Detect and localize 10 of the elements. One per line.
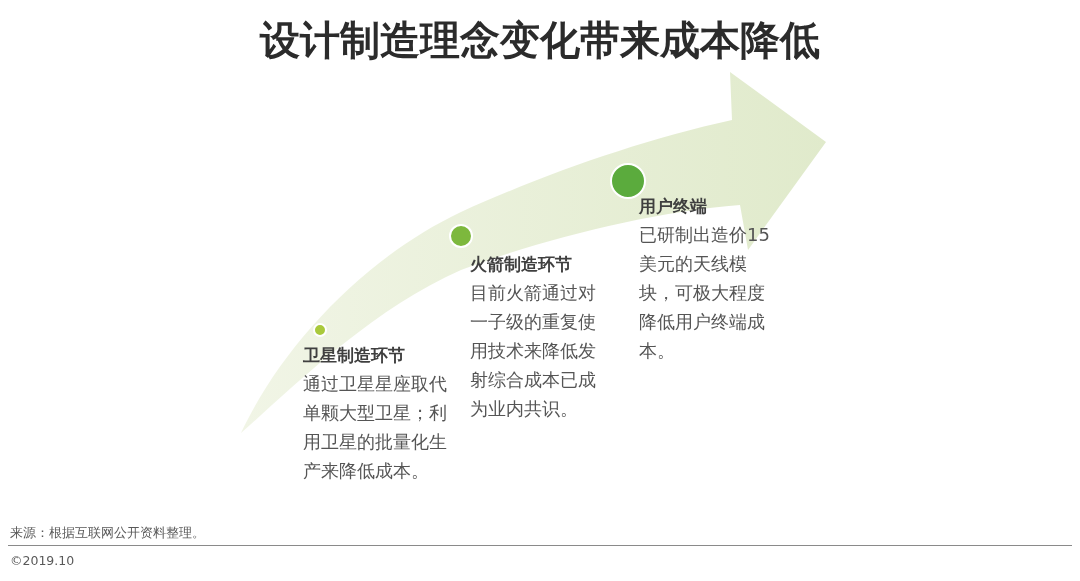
copyright-note: ©2019.10 [10, 553, 75, 569]
step-heading: 用户终端 [639, 195, 708, 218]
milestone-dot [313, 323, 327, 337]
step-description: 目前火箭通过对一子级的重复使用技术来降低发射综合成本已成为业内共识。 [470, 281, 597, 421]
step-description: 通过卫星星座取代单颗大型卫星；利用卫星的批量化生产来降低成本。 [303, 372, 448, 483]
step-heading: 火箭制造环节 [470, 253, 573, 276]
title: 设计制造理念变化带来成本降低 [260, 16, 820, 65]
step-description: 已研制出造价15美元的天线模块，可极大程度降低用户终端成本。 [639, 223, 771, 363]
step-heading: 卫星制造环节 [303, 344, 406, 367]
source-note: 来源：根据互联网公开资料整理。 [10, 525, 205, 541]
